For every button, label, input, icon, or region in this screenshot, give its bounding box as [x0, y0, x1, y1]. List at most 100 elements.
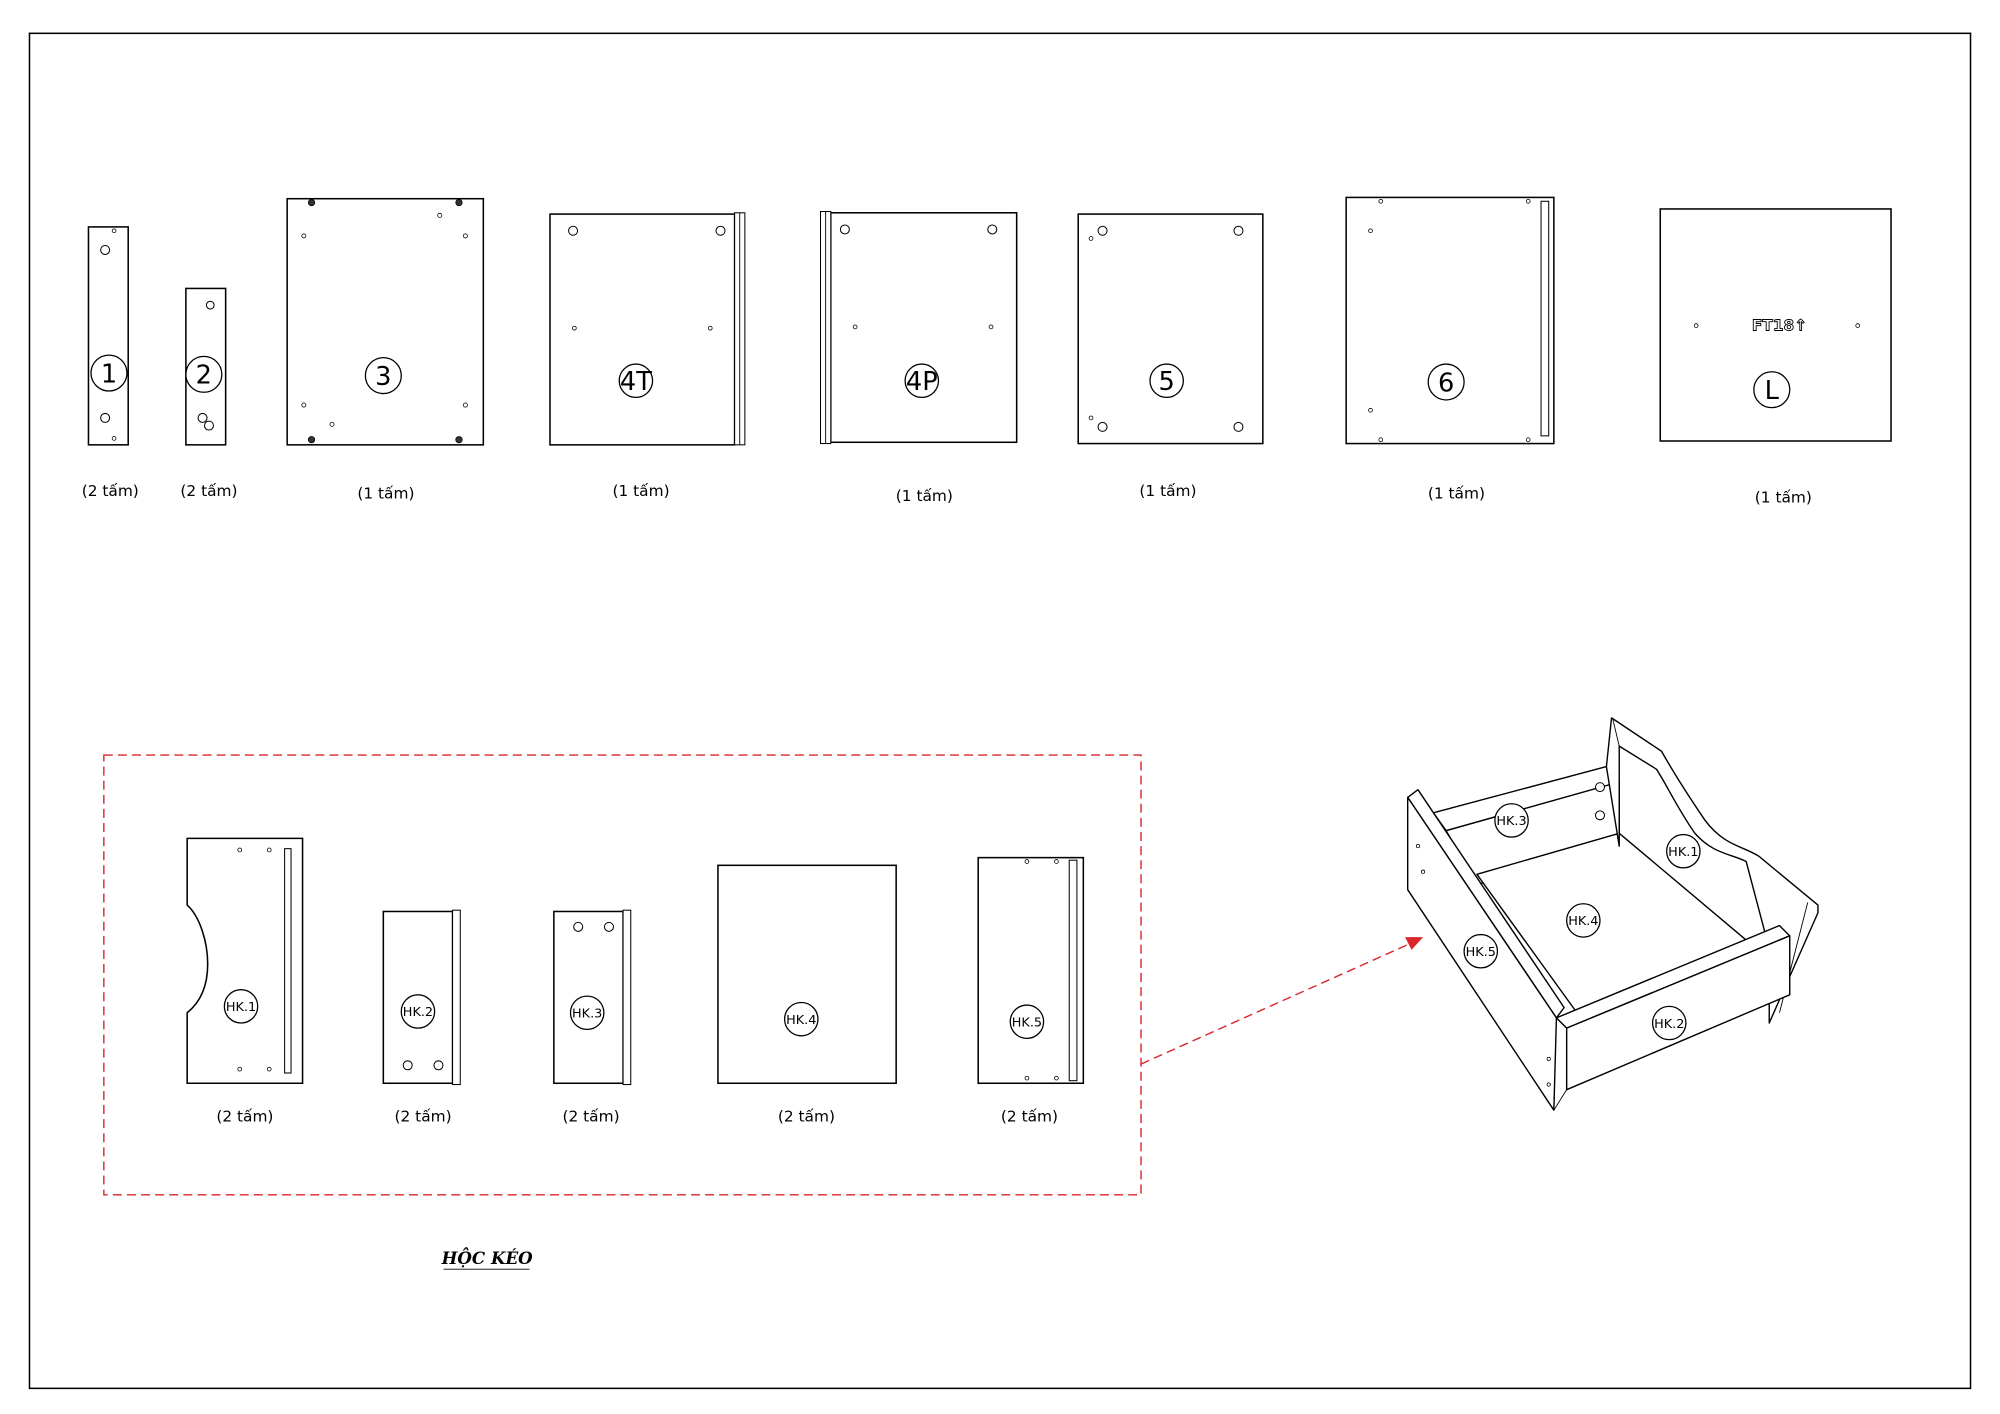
hk1-label: HK.1	[226, 1000, 256, 1015]
part-6-label: 6	[1438, 368, 1454, 398]
part-4t-hole	[715, 225, 726, 236]
part-5-hole	[1233, 421, 1244, 432]
part-2-hole	[205, 300, 215, 310]
assembly-hk2-badge	[1651, 1005, 1687, 1041]
part-3: 3 (1 tấm)	[286, 197, 485, 503]
hk3-edge	[622, 909, 632, 1086]
hk5-badge	[1009, 1004, 1045, 1040]
hk5-pin	[1024, 1075, 1030, 1081]
drawer-part-hk1: HK.1 (2 tấm)	[186, 837, 304, 1126]
drawer-assembly-view: HK.3 HK.1 HK.4 HK.5 HK.2	[1406, 717, 1819, 1111]
hk2-label: HK.2	[403, 1005, 433, 1020]
drawer-part-hk2: HK.2 (2 tấm)	[382, 909, 461, 1126]
assembly-hk1-badge	[1666, 833, 1701, 869]
part-1-label: 1	[101, 359, 117, 389]
part-1-badge	[90, 354, 128, 392]
part-1-hole	[100, 244, 111, 255]
assembly-hole	[1595, 810, 1606, 821]
part-3-pin	[462, 233, 468, 239]
part-1-pin	[111, 228, 117, 234]
sheet-border	[28, 32, 1972, 1390]
hk1-badge	[223, 989, 259, 1024]
assembly-hk3-badge	[1494, 803, 1529, 838]
hk2-hole	[402, 1060, 413, 1071]
part-l-badge	[1753, 371, 1791, 409]
part-1-panel	[87, 226, 129, 446]
hk2-badge	[400, 994, 436, 1029]
part-3-pin	[329, 421, 335, 427]
part-3-pin	[462, 402, 468, 408]
drawer-parts-callout-box	[103, 754, 1142, 1196]
assembly-right-side-panel	[1605, 717, 1819, 1024]
part-3-pin	[301, 402, 307, 408]
part-5-badge	[1149, 363, 1184, 399]
hk5-pin	[1054, 859, 1059, 864]
part-6-badge	[1427, 363, 1465, 401]
hk5-label: HK.5	[1012, 1016, 1042, 1031]
part-3-qty: (1 tấm)	[357, 485, 414, 503]
hk5-pin	[1054, 1075, 1059, 1081]
callout-arrowhead-icon	[1405, 937, 1424, 950]
assembly-hk2-label: HK.2	[1654, 1017, 1684, 1032]
assembly-hk4-badge	[1566, 903, 1601, 938]
hk5-pin	[1024, 859, 1030, 864]
hk2-edge	[452, 909, 461, 1086]
hk2-qty: (2 tấm)	[395, 1108, 452, 1126]
part-4p-hole	[987, 224, 998, 235]
part-5-qty: (1 tấm)	[1139, 482, 1196, 500]
part-1: 1 (2 tấm)	[82, 226, 139, 500]
part-6-groove	[1540, 200, 1550, 437]
hk1-panel	[186, 837, 304, 1085]
hk3-hole	[603, 921, 614, 932]
drawer-part-hk3: HK.3 (2 tấm)	[553, 909, 632, 1126]
part-3-pin	[437, 212, 443, 218]
hk4-badge	[783, 1001, 819, 1037]
part-2-hole	[197, 412, 208, 423]
part-6-qty: (1 tấm)	[1428, 485, 1485, 503]
part-4p-pin	[852, 324, 858, 330]
assembly-pin	[1415, 844, 1420, 849]
hk1-pin	[237, 1066, 243, 1072]
part-3-panel	[286, 197, 485, 446]
part-5-hole	[1097, 421, 1108, 432]
part-4p-label: 4P	[906, 367, 938, 397]
hk5-groove	[1068, 859, 1078, 1082]
part-4t-pin	[572, 325, 577, 331]
hk3-hole	[573, 921, 584, 932]
part-4p-badge	[904, 363, 940, 399]
part-l-pin	[1693, 323, 1699, 328]
assembly-corner-line	[1556, 1017, 1567, 1029]
part-6-pin	[1378, 198, 1384, 204]
part-3-cam	[455, 198, 463, 207]
part-6-pin	[1378, 437, 1384, 443]
drawer-part-hk5: HK.5 (2 tấm)	[977, 856, 1085, 1126]
part-l: FT18↑ L (1 tấm)	[1659, 208, 1892, 507]
part-4t-hole	[568, 225, 579, 236]
part-1-qty: (2 tấm)	[82, 482, 139, 500]
part-3-pin	[301, 233, 307, 239]
part-6-panel	[1345, 196, 1555, 445]
hk1-pin	[266, 847, 272, 853]
part-5: 5 (1 tấm)	[1077, 213, 1264, 500]
part-4t-qty: (1 tấm)	[612, 482, 669, 500]
part-6: 6 (1 tấm)	[1345, 196, 1555, 503]
assembly-hk5-badge	[1463, 933, 1499, 969]
part-2-badge	[185, 355, 223, 393]
part-6-pin	[1368, 228, 1373, 234]
part-l-qty: (1 tấm)	[1755, 489, 1812, 507]
hk3-qty: (2 tấm)	[562, 1108, 619, 1126]
part-2: 2 (2 tấm)	[180, 287, 238, 500]
part-6-pin	[1525, 198, 1531, 204]
hk1-qty: (2 tấm)	[216, 1108, 273, 1126]
drawer-title: HỘC KÉO	[441, 1248, 533, 1268]
drawer-part-hk4: HK.4 (2 tấm)	[717, 864, 897, 1126]
assembly-hole	[1595, 782, 1606, 793]
part-5-pin	[1088, 415, 1094, 421]
part-3-badge	[364, 357, 402, 395]
part-4p-panel	[830, 212, 1018, 444]
assembly-hk1-label: HK.1	[1668, 845, 1698, 860]
part-l-marking: FT18↑	[1752, 317, 1807, 335]
part-5-panel	[1077, 213, 1264, 445]
part-3-label: 3	[375, 362, 391, 392]
part-l-pin	[1855, 323, 1861, 328]
